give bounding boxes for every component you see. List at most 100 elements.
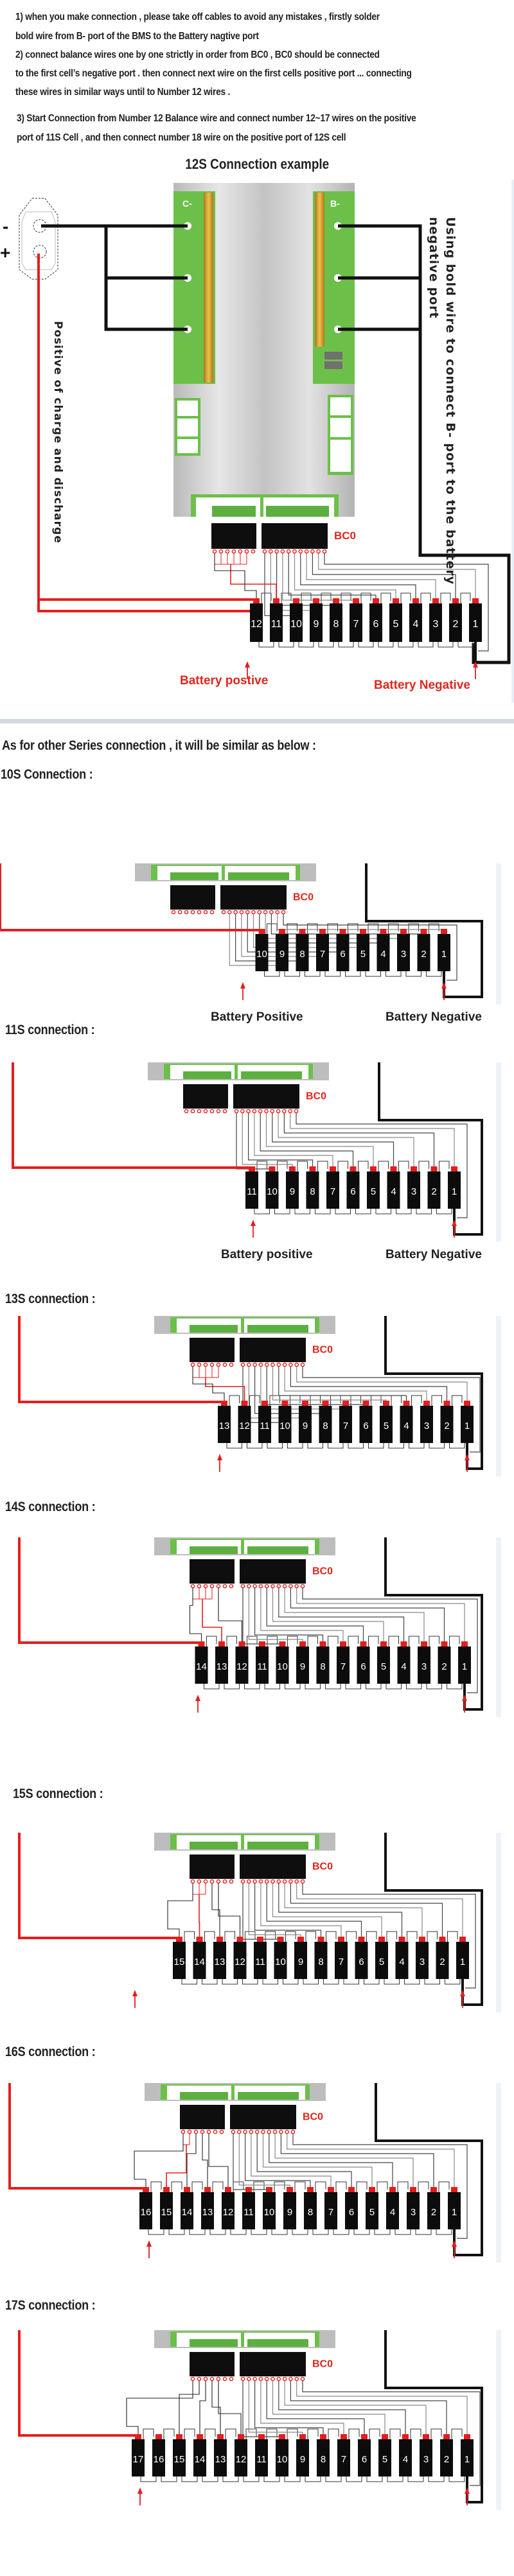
- cell-number: 14: [195, 2454, 206, 2465]
- battery-cell: [193, 1942, 206, 1979]
- cell-number: 7: [339, 1957, 344, 1967]
- balance-pin: [276, 1879, 281, 1884]
- right-edge-panel: [496, 1062, 501, 1242]
- cell-number: 6: [363, 1421, 368, 1431]
- series-link: [254, 1209, 270, 1215]
- battery-cell: [440, 1406, 454, 1443]
- b-minus-bold-wire: [420, 554, 510, 664]
- series-link: [163, 2428, 175, 2474]
- cell-positive-terminal: [176, 1937, 182, 1943]
- balance-pin: [246, 2376, 251, 2382]
- series-link: [247, 1636, 258, 1681]
- cell-number: 15: [174, 2454, 185, 2465]
- cell-number: 9: [300, 2454, 305, 2465]
- balance-wire: [302, 1367, 481, 1453]
- series-link: [427, 1931, 438, 1976]
- balance-pin: [184, 910, 189, 915]
- cell-positive-terminal: [348, 2187, 355, 2193]
- balance-header-right: [240, 1854, 306, 1879]
- battery-cell: [357, 934, 369, 971]
- balance-pin: [203, 1584, 208, 1589]
- balance-wire: [324, 553, 489, 652]
- series-link: [345, 971, 361, 977]
- bms-connector-bay: [190, 1842, 238, 1849]
- bms-pad: [177, 401, 198, 416]
- series-link: [148, 2229, 164, 2235]
- series-link: [328, 2428, 339, 2474]
- battery-cell: [283, 2192, 296, 2229]
- battery-cell: [346, 1171, 360, 1209]
- redundant-balance-wire: [205, 1378, 245, 1405]
- redundant-balance-wire: [202, 1599, 222, 1645]
- series-link: [317, 1161, 328, 1206]
- cell-positive-terminal: [217, 1937, 223, 1943]
- cell-number: 4: [390, 2207, 395, 2218]
- battery-cell: [306, 1171, 319, 1209]
- cell-positive-terminal: [451, 2187, 457, 2193]
- cell-positive-terminal: [309, 1166, 316, 1173]
- cell-number: 9: [300, 1661, 305, 1672]
- cell-positive-terminal: [313, 598, 319, 605]
- cell-positive-terminal: [403, 1401, 410, 1407]
- series-link: [371, 1395, 382, 1440]
- cell-positive-terminal: [143, 2187, 149, 2193]
- balance-pin: [282, 1109, 287, 1114]
- redundant-balance-wire: [230, 564, 277, 602]
- battery-cell: [380, 1406, 393, 1443]
- series-link: [277, 1161, 288, 1206]
- series-link: [447, 1684, 463, 1690]
- right-edge-panel: [496, 863, 501, 1005]
- balance-pin: [288, 1109, 293, 1114]
- battery-positive-label: Battery positive: [221, 1248, 313, 1261]
- balance-pin: [190, 1584, 195, 1589]
- balance-pin: [316, 549, 321, 554]
- section-title: 16S connection :: [5, 2044, 96, 2059]
- cell-number: 13: [215, 2454, 226, 2465]
- series-link: [285, 1931, 296, 1976]
- balance-pin: [190, 1879, 195, 1884]
- cell-number: 7: [341, 1661, 346, 1672]
- series-link: [431, 1395, 442, 1440]
- cell-number: 11: [257, 1661, 267, 1672]
- balance-pin: [236, 2129, 242, 2134]
- series-link: [447, 1931, 458, 1976]
- cell-positive-terminal: [461, 1641, 468, 1648]
- series-link: [360, 592, 371, 639]
- battery-cell: [274, 1942, 287, 1979]
- series-link: [345, 1684, 361, 1690]
- balance-pin: [240, 1362, 245, 1367]
- balance-pin: [187, 2129, 192, 2134]
- battery-cell: [448, 2192, 461, 2229]
- series-link: [398, 642, 414, 648]
- balance-pin: [251, 910, 256, 915]
- series-link: [368, 923, 378, 969]
- series-link: [230, 2229, 247, 2235]
- series-link: [440, 592, 451, 639]
- cell-number: 4: [413, 619, 419, 630]
- series-link: [315, 1209, 331, 1215]
- cell-positive-terminal: [362, 1401, 369, 1407]
- cell-positive-terminal: [360, 929, 366, 935]
- balance-pin: [288, 1584, 293, 1589]
- balance-pin: [270, 1362, 275, 1367]
- balance-pin: [209, 1584, 215, 1589]
- right-edge-panel: [496, 1537, 501, 1717]
- battery-cell: [263, 2192, 276, 2229]
- balance-wire: [256, 2134, 352, 2191]
- cell-positive-terminal: [432, 598, 439, 605]
- cell-number: 6: [350, 1186, 355, 1197]
- cell-number: 5: [393, 619, 399, 630]
- balance-pin: [203, 910, 208, 915]
- series-link: [305, 2477, 321, 2482]
- bms-pad: [330, 418, 351, 437]
- series-link: [358, 1161, 369, 1206]
- cell-number: 11: [244, 2207, 254, 2218]
- cell-number: 3: [411, 2207, 416, 2218]
- battery-cell: [214, 2439, 227, 2477]
- balance-header-left: [190, 1559, 235, 1584]
- cell-number: 8: [320, 1661, 325, 1672]
- cell-number: 8: [299, 949, 305, 960]
- cell-positive-terminal: [423, 1401, 430, 1407]
